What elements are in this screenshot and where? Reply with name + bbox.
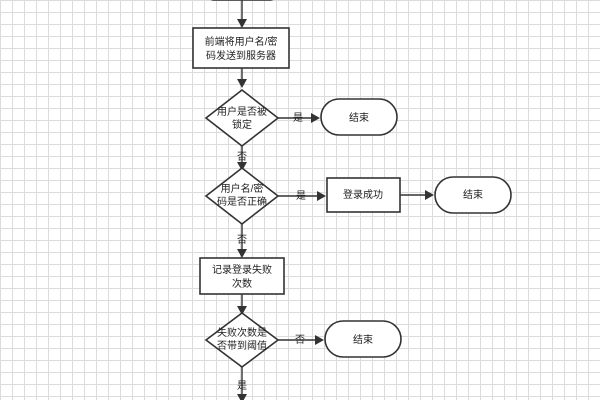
arrowhead [237,394,247,400]
edge-label-threshold-yes: 是 [237,380,247,392]
decision-user-locked: 用户是否被 锁定 [204,88,280,148]
arrowhead [317,191,326,201]
decision-threshold-reached: 失败次数是 否带到阈值 [204,312,280,368]
decision-credentials-correct: 用户名/密 码是否正确 [204,166,280,226]
process-send-credentials: 前端将用户名/密 码发送到服务器 [192,27,290,69]
edge-label-locked-yes: 是 [293,112,303,124]
decision-credentials-correct-line2: 码是否正确 [217,195,267,208]
process-send-credentials-line1: 前端将用户名/密 [205,35,278,48]
arrowhead [425,190,434,200]
terminal-end-threshold-label: 结束 [353,333,373,346]
process-login-success-label: 登录成功 [343,188,383,201]
arrowhead [315,335,324,345]
decision-threshold-reached-line2: 否带到阈值 [217,339,267,352]
arrowhead [237,249,247,258]
arrowhead [237,306,247,315]
terminal-end-locked-label: 结束 [349,111,369,124]
terminal-end-success-label: 结束 [463,188,483,201]
edge-label-correct-yes: 是 [296,190,306,202]
process-record-failures-line1: 记录登录失败 [212,263,272,276]
decision-threshold-reached-line1: 失败次数是 [217,326,267,339]
arrowhead [237,79,247,88]
process-record-failures-line2: 次数 [232,277,252,290]
process-send-credentials-line2: 码发送到服务器 [206,49,276,62]
process-record-failures: 记录登录失败 次数 [199,257,285,295]
decision-user-locked-line1: 用户是否被 [217,105,267,118]
arrowhead [237,162,247,171]
arrowhead [237,19,247,28]
arrowhead [311,113,320,123]
edge-label-threshold-no: 否 [295,334,305,346]
edge-label-locked-no: 否 [237,151,247,163]
edge-label-correct-no: 否 [237,234,247,246]
decision-user-locked-line2: 锁定 [232,118,252,131]
terminal-end-success: 结束 [434,176,512,214]
process-login-success: 登录成功 [326,177,401,213]
terminal-end-locked: 结束 [320,98,398,136]
decision-credentials-correct-line1: 用户名/密 [221,182,264,195]
terminal-end-threshold: 结束 [324,320,402,358]
